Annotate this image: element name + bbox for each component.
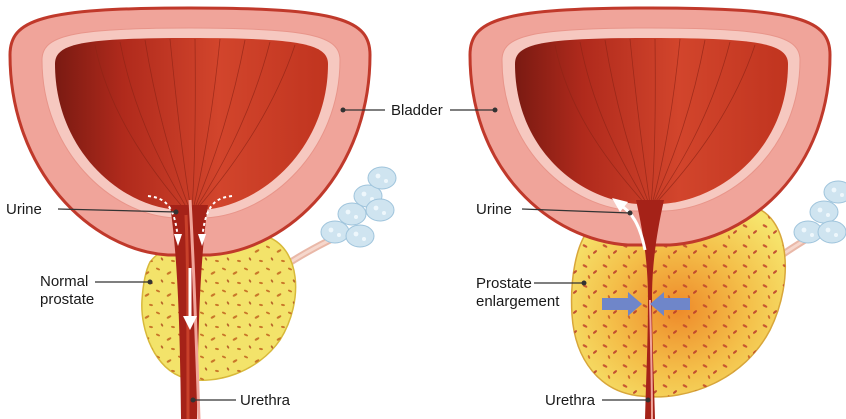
bladder-label: Bladder — [391, 102, 443, 119]
enlarged-prostate-illustration: Urine Prostate enlargement Urethra — [470, 8, 846, 419]
urine-label-right: Urine — [476, 201, 512, 218]
urethra-label-right: Urethra — [545, 392, 596, 409]
urethra-label-left: Urethra — [240, 392, 291, 409]
label-prostate-enlargement: Prostate enlargement — [476, 275, 587, 310]
label-normal-prostate: Normal prostate — [40, 273, 153, 308]
label-urethra-left: Urethra — [191, 392, 291, 409]
normal-prostate-illustration: Urine Normal prostate Urethra — [6, 8, 396, 419]
urine-label-left: Urine — [6, 201, 42, 218]
normal-prostate-label-line2: prostate — [40, 291, 94, 308]
normal-prostate-label-line1: Normal — [40, 273, 88, 290]
enlarged-prostate-label-line1: Prostate — [476, 275, 532, 292]
enlarged-prostate-label-line2: enlargement — [476, 293, 560, 310]
